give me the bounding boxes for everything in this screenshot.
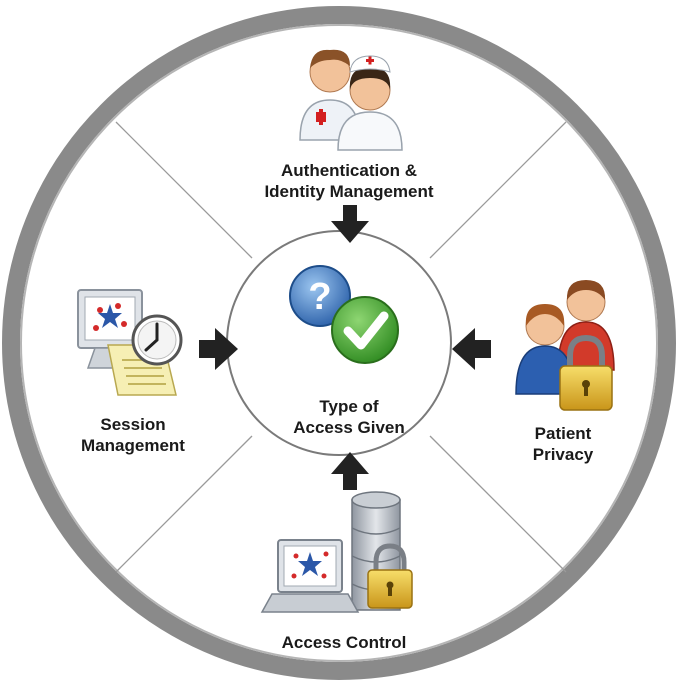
quadrant-dividers (115, 121, 567, 573)
arrow-bottom (331, 452, 369, 490)
question-mark-icon: ? (289, 265, 351, 327)
center-label-line1: Type of (319, 397, 379, 416)
svg-text:?: ? (308, 276, 331, 318)
laptop-database-lock-icon (260, 491, 413, 613)
center-label: Type of Access Given (274, 396, 424, 438)
node-label-session: Session Management (68, 414, 198, 456)
arrow-top (331, 205, 369, 243)
people-lock-icon (515, 280, 615, 411)
patient-privacy-label-line1: Patient (534, 424, 592, 443)
patient-privacy-label-line2: Privacy (532, 445, 594, 464)
access-control-label: Access Control (281, 633, 407, 652)
node-label-access-control: Access Control (259, 632, 429, 653)
arrow-left (199, 328, 238, 370)
session-label-line1: Session (100, 415, 166, 434)
node-label-patient-privacy: Patient Privacy (508, 423, 618, 465)
checkmark-icon (331, 296, 399, 364)
arrow-right (452, 328, 491, 370)
center-label-line2: Access Given (293, 418, 405, 437)
authentication-label-line2: Identity Management (264, 182, 434, 201)
arrows (199, 205, 491, 490)
monitor-clock-icon (77, 289, 183, 396)
node-label-authentication: Authentication & Identity Management (239, 160, 459, 202)
doctor-nurse-icon (299, 49, 403, 151)
outer-ring-inner-edge (20, 24, 658, 662)
authentication-label-line1: Authentication & (281, 161, 417, 180)
session-label-line2: Management (81, 436, 185, 455)
